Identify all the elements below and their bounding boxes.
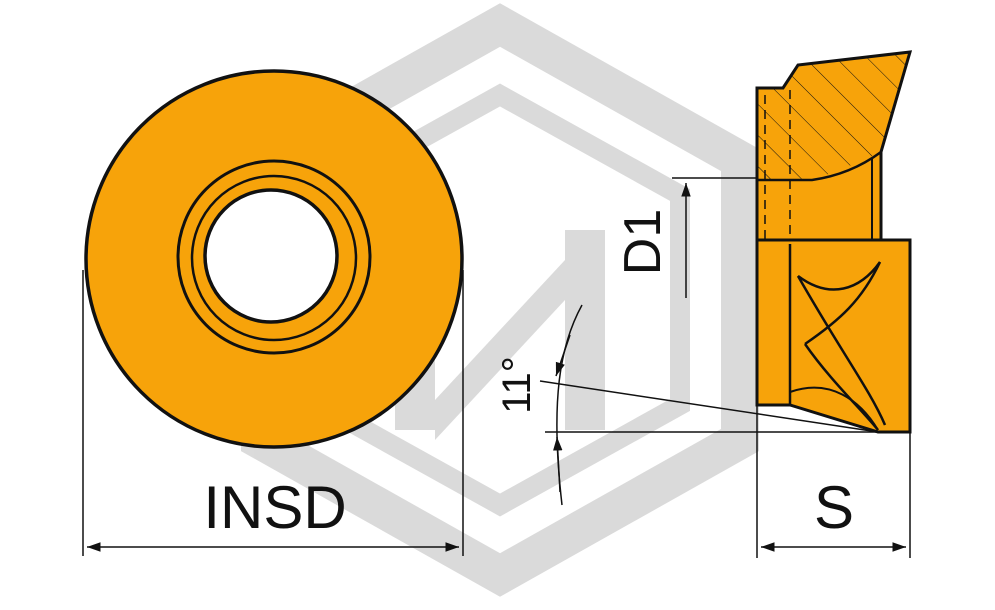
- insert-side-view: [755, 50, 913, 434]
- insd-dimension: INSD: [82, 270, 464, 556]
- s-dimension: S: [756, 405, 911, 558]
- d1-label: D1: [614, 209, 672, 275]
- s-label: S: [814, 474, 854, 541]
- insd-label: INSD: [203, 474, 346, 541]
- angle-label: 11°: [495, 356, 539, 414]
- d1-dimension: D1: [614, 177, 757, 298]
- insert-front-view: [84, 69, 464, 449]
- angle-dimension: 11°: [495, 304, 910, 506]
